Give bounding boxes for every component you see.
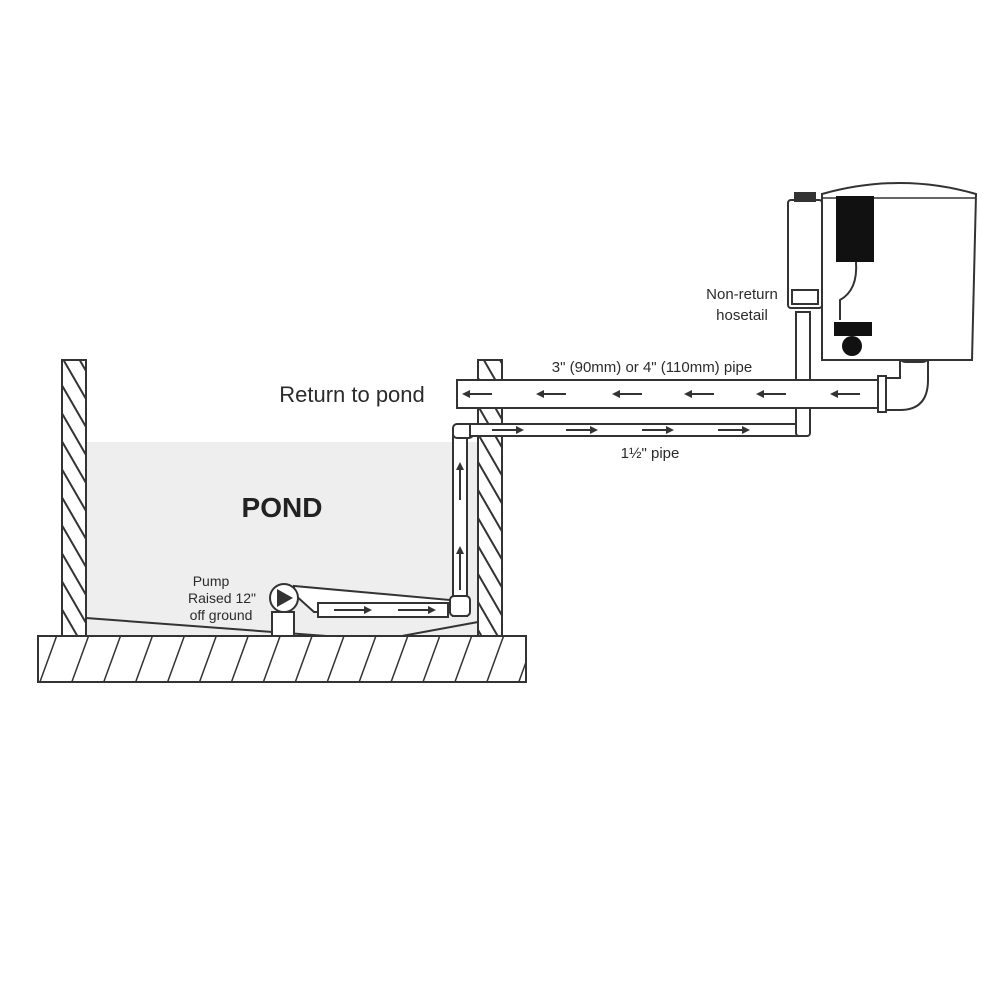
pond-label: POND: [242, 492, 323, 523]
pump-raised-label: Raised 12": [188, 590, 256, 606]
hosetail-label: hosetail: [716, 307, 768, 324]
filter-unit-icon: [787, 182, 978, 361]
pond-wall-left: [61, 359, 87, 637]
ground-slab: [37, 635, 527, 683]
flow-arrow-icon: [462, 390, 860, 398]
large-return-pipe: [456, 333, 931, 413]
small-pipe-label: 1½" pipe: [621, 445, 680, 462]
large-pipe-label: 3" (90mm) or 4" (110mm) pipe: [552, 359, 752, 376]
pump-stand: [271, 611, 295, 637]
pump-icon: [269, 583, 299, 613]
non-return-label: Non-return: [706, 286, 778, 303]
pump-offground-label: off ground: [190, 607, 253, 623]
pond-water: [86, 442, 478, 636]
pump-label: Pump: [193, 573, 230, 589]
return-to-pond-label: Return to pond: [279, 382, 425, 407]
small-pipe-run: [293, 403, 811, 618]
